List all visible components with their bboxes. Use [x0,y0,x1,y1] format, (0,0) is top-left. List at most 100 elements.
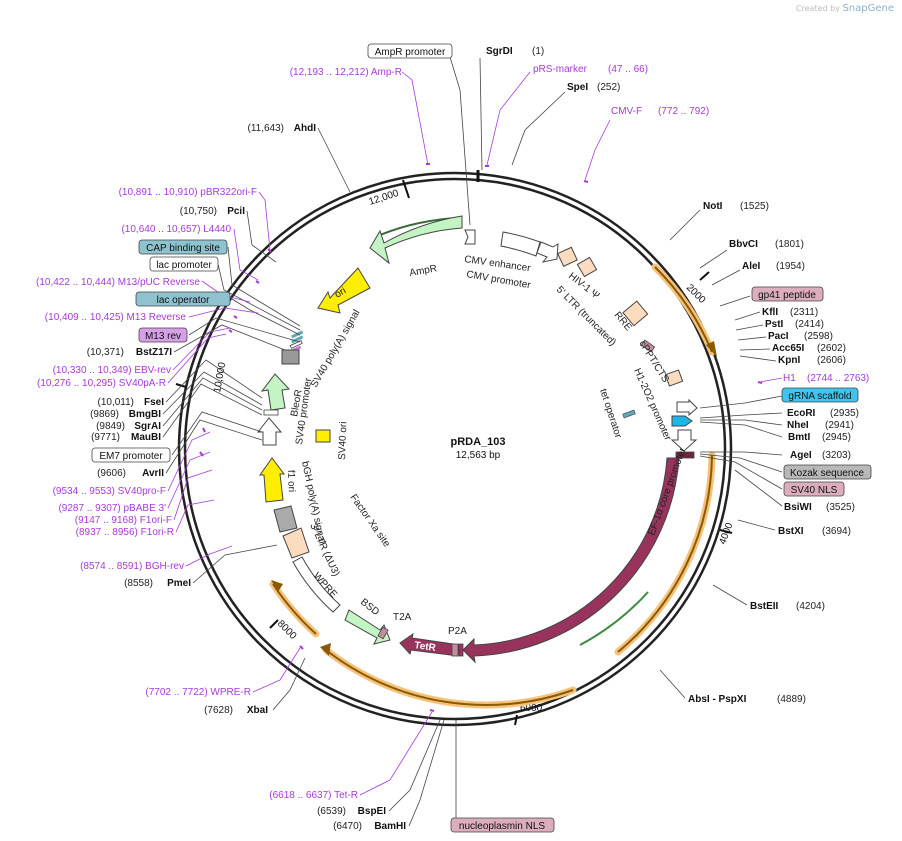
sacas9-feature[interactable] [462,457,680,664]
site-right-8[interactable]: gp41 peptide [758,290,816,301]
ltr3-feature[interactable] [282,527,310,559]
site-right-7-pos: (1954) [776,261,805,272]
site-right-15[interactable]: gRNA scaffold [788,391,851,402]
site-right-19[interactable]: AgeI [790,450,812,461]
site-right-12[interactable]: Acc65I [772,343,804,354]
site-left-13[interactable]: (10,276 .. 10,295) SV40pA-R [37,378,166,389]
rre-feature[interactable] [640,339,656,353]
site-right-11-pos: (2598) [804,331,833,342]
site-right-10-pos: (2414) [795,319,824,330]
site-right-1[interactable]: SgrDI [486,46,513,57]
site-left-0[interactable]: (12,193 .. 12,212) Amp-R [290,67,402,78]
tet-operator-feature[interactable] [622,409,636,419]
site-right-5[interactable]: NotI [703,201,723,212]
site-left-3[interactable]: PciI [227,206,245,217]
site-right-4[interactable]: CMV-F [611,106,642,117]
site-left-22[interactable]: (9147 .. 9168) F1ori-F [75,515,172,526]
site-left-12[interactable]: (10,330 .. 10,349) EBV-rev [53,365,171,376]
site-right-17[interactable]: NheI [787,420,809,431]
cppt-feature[interactable] [664,369,684,387]
site-right-20[interactable]: Kozak sequence [790,468,864,479]
ampr-feature[interactable] [369,215,463,265]
sv40-polya-label: SV40 poly(A) signal [309,308,362,390]
tick-mark [402,179,410,199]
site-right-24[interactable]: BstEII [750,601,779,612]
site-left-19[interactable]: AvrII [142,468,164,479]
site-left-8[interactable]: lac operator [157,295,210,306]
site-right-18[interactable]: BmtI [788,432,810,443]
sv40-ori-feature[interactable] [315,429,331,443]
bleor-feature[interactable] [260,373,291,411]
site-left-27[interactable]: XbaI [247,705,268,716]
site-left-3-pos: (10,750) [180,206,217,217]
site-left-18[interactable]: EM7 promoter [99,451,163,462]
site-left-4[interactable]: (10,640 .. 10,657) L4440 [121,224,231,235]
site-left-9[interactable]: (10,409 .. 10,425) M13 Reverse [45,312,187,323]
hiv-psi-feature-2[interactable] [557,246,578,267]
site-left-26[interactable]: (7702 .. 7722) WPRE-R [145,687,251,698]
site-left-24[interactable]: (8574 .. 8591) BGH-rev [80,561,184,572]
site-left-21[interactable]: (9287 .. 9307) pBABE 3' [58,503,166,514]
site-right-10[interactable]: PstI [765,319,784,330]
site-right-3[interactable]: SpeI [567,82,588,93]
site-right-21[interactable]: SV40 NLS [791,485,838,496]
p2a-feature[interactable] [451,643,459,657]
site-left-23[interactable]: (8937 .. 8956) F1ori-R [76,527,174,538]
sv40-promoter-feature[interactable] [256,417,283,446]
tetr-feature[interactable] [399,632,461,657]
site-left-5[interactable]: CAP binding site [146,243,220,254]
f1-ori-feature[interactable] [259,457,285,503]
ef1a-core-promoter-feature[interactable] [670,429,698,452]
site-left-11[interactable]: BstZ17I [136,347,172,358]
site-right-17-pos: (2941) [825,420,854,431]
site-right-14[interactable]: H1 [783,373,796,384]
site-left-25[interactable]: PmeI [167,578,191,589]
orange-highlight-arc [651,263,716,356]
site-right-11[interactable]: PacI [768,331,789,342]
site-left-7[interactable]: (10,422 .. 10,444) M13/pUC Reverse [36,277,200,288]
site-right-7[interactable]: AleI [742,261,761,272]
site-left-30[interactable]: BamHI [374,821,406,832]
site-right-23[interactable]: BstXI [778,526,804,537]
site-left-29[interactable]: BspEI [358,806,387,817]
wpre-arc-arrow [271,580,283,592]
h1-promoter-feature[interactable] [676,398,698,417]
site-right-0[interactable]: AmpR promoter [375,47,446,58]
site-right-9[interactable]: KflI [762,307,778,318]
site-left-1[interactable]: AhdI [294,123,316,134]
site-right-4-range: (772 .. 792) [658,106,709,117]
site-left-15[interactable]: BmgBI [129,409,161,420]
site-left-10[interactable]: M13 rev [145,331,181,342]
site-right-22[interactable]: BsiWI [784,502,812,513]
site-right-13[interactable]: KpnI [778,355,800,366]
site-right-26[interactable]: nucleoplasmin NLS [459,821,545,832]
site-left-14[interactable]: FseI [144,397,164,408]
site-left-14-pos: (10,011) [97,397,134,408]
hiv-psi-feature[interactable] [576,256,598,278]
site-right-2[interactable]: pRS-marker [533,64,588,75]
site-left-20[interactable]: (9534 .. 9553) SV40pro-F [53,486,166,497]
site-left-17[interactable]: MauBI [131,432,161,443]
ampr-promoter-feature[interactable] [464,229,476,245]
site-left-16[interactable]: SgrAI [134,421,161,432]
ori-feature[interactable] [317,267,371,314]
cmv-enhancer-feature[interactable] [500,231,541,257]
site-right-6[interactable]: BbvCI [729,239,758,250]
sv40-polya-feature[interactable] [281,349,300,365]
cmv-promoter-feature[interactable] [536,241,559,263]
wpre-feature[interactable] [292,556,341,613]
em7-feature[interactable] [263,409,279,416]
ltr5-feature[interactable] [622,300,649,327]
site-right-16[interactable]: EcoRI [787,408,816,419]
bgh-polya-feature[interactable] [273,505,298,533]
t2a-feature[interactable] [377,626,389,640]
site-right-25[interactable]: AbsI - PspXI [688,694,747,705]
sv40-ori-label: SV40 ori [337,421,349,460]
site-left-15-pos: (9869) [90,409,119,420]
site-left-2[interactable]: (10,891 .. 10,910) pBR322ori-F [119,187,257,198]
site-left-28[interactable]: (6618 .. 6637) Tet-R [269,790,358,801]
site-left-6[interactable]: lac promoter [156,260,212,271]
site-right-14-range: (2744 .. 2763) [807,373,869,384]
credit-prefix: Created by [795,4,840,13]
grna-scaffold-feature[interactable] [671,415,693,427]
